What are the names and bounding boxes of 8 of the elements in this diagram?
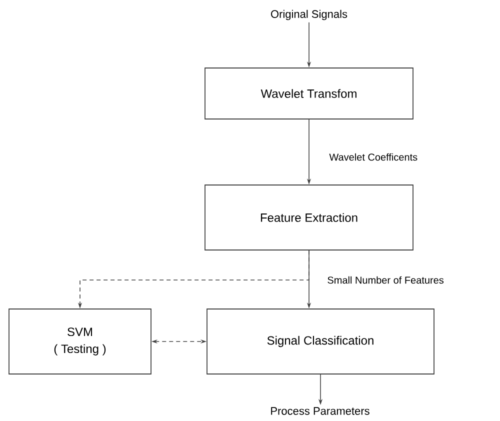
signal-label: Original Signals [271,10,348,20]
process-box: SVM ( Testing ) [8,308,152,374]
process-box: Feature Extraction [204,184,414,250]
process-box: Signal Classification [206,308,434,374]
edge-label: Wavelet Coefficents [328,152,419,162]
process-box: Wavelet Transfom [204,68,414,120]
signal-label: Process Parameters [271,407,370,415]
edge-label: Small Number of Features [326,275,445,285]
